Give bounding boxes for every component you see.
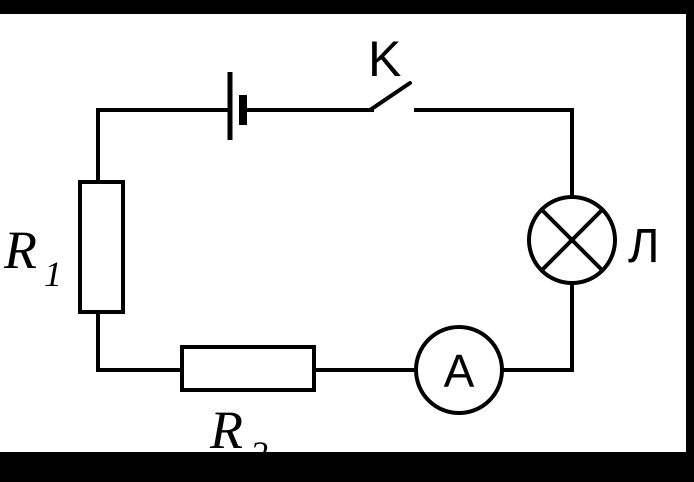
wires: [96, 108, 574, 372]
lamp-label: Л: [628, 220, 660, 273]
resistor-r1-body: [78, 180, 125, 314]
resistor-r2-label: R: [209, 400, 243, 460]
ammeter-body: [414, 325, 504, 415]
switch: K: [368, 31, 412, 112]
resistor-r2: R 2: [180, 345, 316, 474]
resistor-r2-subscript: 2: [250, 434, 268, 474]
battery: [227, 72, 247, 140]
wire-r2-r1: [96, 310, 184, 372]
resistor-r2-body: [180, 345, 316, 392]
ammeter: A: [414, 325, 504, 415]
resistor-r1: R 1: [3, 180, 125, 314]
lamp: Л: [527, 195, 660, 285]
resistor-r1-subscript: 1: [44, 254, 62, 294]
ammeter-label: A: [444, 345, 475, 397]
resistor-r1-label: R: [3, 220, 37, 280]
wire-top-left: [96, 108, 230, 184]
switch-label: K: [368, 31, 401, 87]
wire-lamp-ammeter: [500, 282, 574, 372]
lamp-cross-2: [540, 208, 604, 272]
wire-switch-lamp: [414, 108, 574, 198]
switch-lever: [368, 81, 412, 112]
